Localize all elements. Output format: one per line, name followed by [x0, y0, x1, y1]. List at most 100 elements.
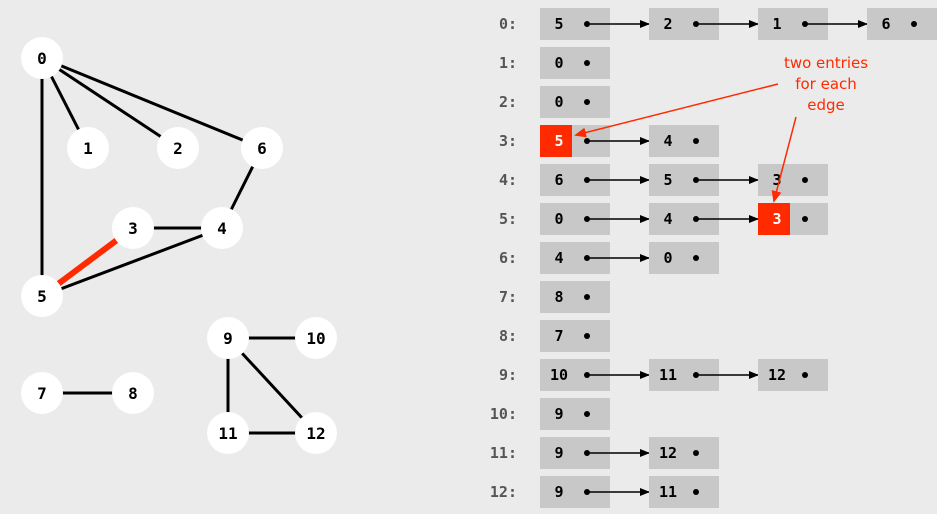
list-node: 0: [540, 203, 650, 235]
vertex-circle: [157, 127, 199, 169]
list-node: 3: [758, 203, 828, 235]
list-node: 12: [649, 437, 719, 469]
list-node-value: 0: [554, 93, 563, 111]
list-node: 10: [540, 359, 650, 391]
vertex-label: 10: [306, 329, 325, 348]
vertex-circle: [21, 275, 63, 317]
annotation-line-2: for each: [795, 75, 857, 93]
graph-edge: [41, 56, 179, 150]
pointer-dot: [584, 99, 590, 105]
adj-row-2: 2:0: [499, 86, 610, 118]
pointer-dot: [802, 177, 808, 183]
pointer-dot: [802, 372, 808, 378]
list-node-value: 11: [659, 366, 677, 384]
vertex-label: 4: [217, 219, 227, 238]
adj-row-10: 10:9: [490, 398, 610, 430]
pointer-dot: [693, 489, 699, 495]
list-node: 4: [649, 125, 719, 157]
vertex-3: 3: [112, 207, 154, 249]
vertex-5: 5: [21, 275, 63, 317]
list-node: 12: [758, 359, 828, 391]
list-node-box: [649, 242, 719, 274]
pointer-dot: [911, 21, 917, 27]
list-node: 0: [540, 86, 610, 118]
row-label: 9:: [499, 366, 517, 384]
highlighted-entry: [758, 203, 790, 235]
list-node-box: [540, 47, 610, 79]
adj-row-11: 11: 9 12: [490, 437, 719, 469]
list-node-box: [540, 398, 610, 430]
list-node-value: 5: [554, 15, 563, 33]
row-label: 5:: [499, 210, 517, 228]
list-node-value: 9: [554, 405, 563, 423]
adj-row-7: 7: 8: [499, 281, 610, 313]
pointer-dot: [693, 450, 699, 456]
vertex-circle: [112, 372, 154, 414]
annotation-arrow: [771, 116, 797, 203]
vertex-label: 8: [128, 384, 138, 403]
list-node-value: 4: [663, 132, 672, 150]
vertex-label: 12: [306, 424, 325, 443]
list-node: 7: [540, 320, 610, 352]
annotation-arrow: [574, 83, 779, 138]
vertex-circle: [207, 412, 249, 454]
list-node: 11: [649, 476, 719, 508]
list-node-value: 10: [550, 366, 568, 384]
list-node-value: 9: [554, 483, 563, 501]
list-node: 9: [540, 437, 650, 469]
highlighted-entry: [540, 125, 572, 157]
row-label: 1:: [499, 54, 517, 72]
vertex-label: 11: [218, 424, 237, 443]
list-node-box: [540, 320, 610, 352]
vertex-6: 6: [241, 127, 283, 169]
list-node-value: 3: [772, 210, 781, 228]
vertex-label: 5: [37, 287, 47, 306]
vertex-2: 2: [157, 127, 199, 169]
vertex-8: 8: [112, 372, 154, 414]
annotation-line-3: edge: [807, 96, 845, 114]
graph-edge: [41, 56, 263, 150]
row-label: 6:: [499, 249, 517, 267]
row-label: 7:: [499, 288, 517, 306]
pointer-dot: [693, 255, 699, 261]
pointer-dot: [584, 411, 590, 417]
list-node-value: 6: [881, 15, 890, 33]
vertex-label: 7: [37, 384, 47, 403]
list-node-value: 3: [772, 171, 781, 189]
pointer-dot: [584, 294, 590, 300]
list-node-value: 6: [554, 171, 563, 189]
row-label: 8:: [499, 327, 517, 345]
list-node-value: 5: [663, 171, 672, 189]
vertex-10: 10: [295, 317, 337, 359]
graph-edges: [40, 56, 318, 435]
list-node-value: 8: [554, 288, 563, 306]
pointer-dot: [802, 216, 808, 222]
vertex-circle: [21, 37, 63, 79]
annotation: two entries for each edge: [574, 54, 868, 203]
row-label: 3:: [499, 132, 517, 150]
pointer-dot: [693, 138, 699, 144]
vertex-circle: [112, 207, 154, 249]
list-node-value: 12: [659, 444, 677, 462]
list-node-box: [758, 164, 828, 196]
vertex-label: 0: [37, 49, 47, 68]
vertex-circle: [21, 372, 63, 414]
graph-edge: [226, 336, 318, 435]
list-node: 6: [867, 8, 937, 40]
pointer-dot: [584, 60, 590, 66]
vertex-label: 2: [173, 139, 183, 158]
row-label: 11:: [490, 444, 517, 462]
graph-edge: [41, 226, 223, 298]
vertex-4: 4: [201, 207, 243, 249]
list-node-box: [540, 281, 610, 313]
annotation-line-1: two entries: [784, 54, 868, 72]
list-node-value: 2: [663, 15, 672, 33]
vertex-label: 3: [128, 219, 138, 238]
